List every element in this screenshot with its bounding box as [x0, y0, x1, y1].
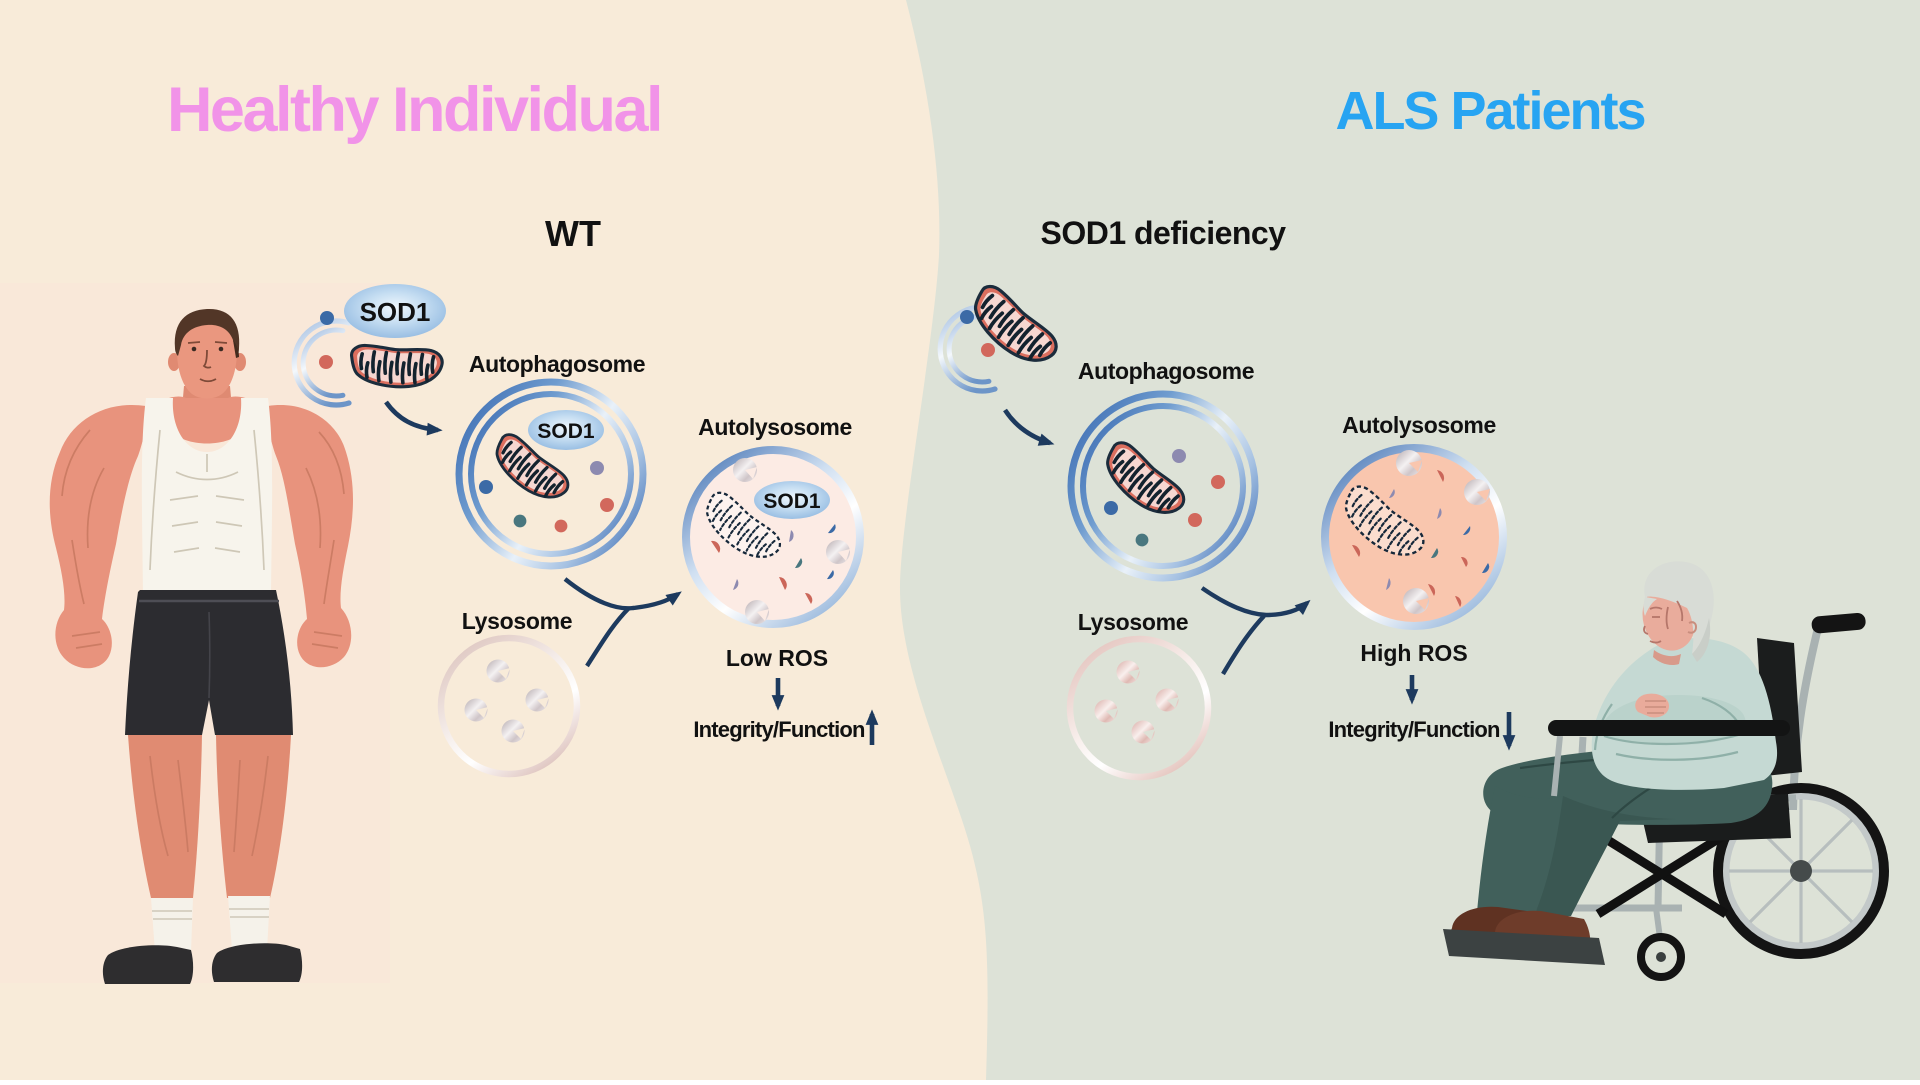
svg-text:High ROS: High ROS — [1360, 640, 1467, 666]
svg-text:SOD1: SOD1 — [360, 297, 431, 327]
svg-text:SOD1: SOD1 — [763, 490, 821, 513]
svg-text:SOD1 deficiency: SOD1 deficiency — [1040, 215, 1286, 251]
svg-text:Low ROS: Low ROS — [726, 645, 828, 671]
svg-text:Autophagosome: Autophagosome — [1078, 358, 1254, 384]
svg-text:ALS Patients: ALS Patients — [1335, 81, 1644, 141]
svg-text:WT: WT — [545, 213, 601, 254]
svg-text:Integrity/Function: Integrity/Function — [1328, 717, 1500, 742]
svg-text:Autolysosome: Autolysosome — [698, 414, 852, 440]
svg-text:Lysosome: Lysosome — [1078, 609, 1189, 635]
svg-text:Integrity/Function: Integrity/Function — [693, 717, 865, 742]
svg-text:Lysosome: Lysosome — [462, 608, 573, 634]
svg-text:Healthy Individual: Healthy Individual — [167, 75, 661, 145]
svg-text:SOD1: SOD1 — [537, 420, 595, 443]
svg-text:Autolysosome: Autolysosome — [1342, 412, 1496, 438]
svg-text:Autophagosome: Autophagosome — [469, 351, 645, 377]
